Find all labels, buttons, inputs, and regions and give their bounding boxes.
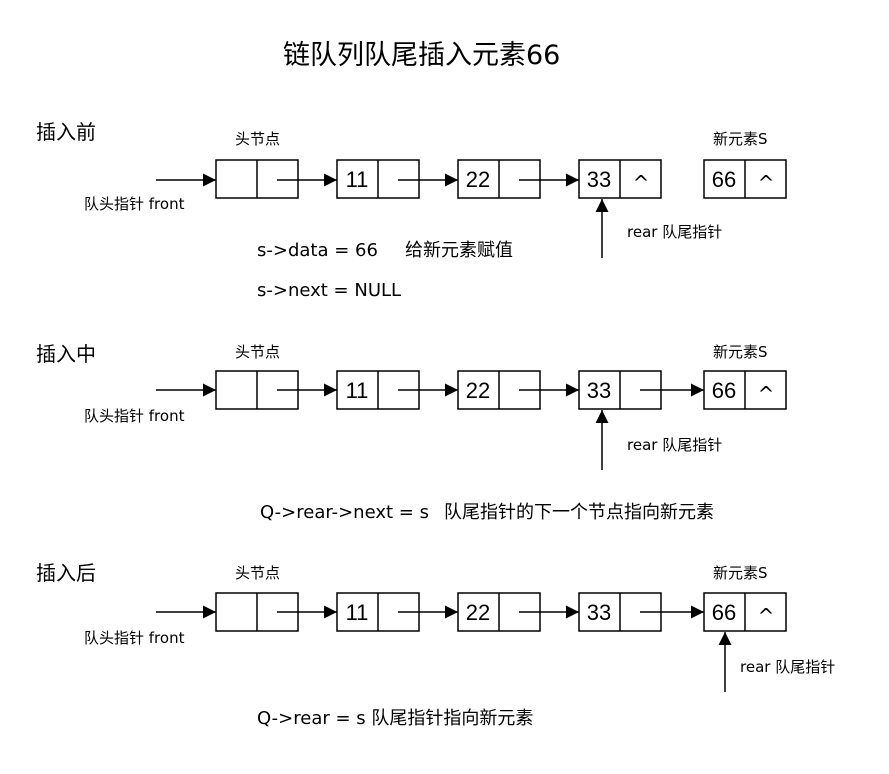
section-label-before: 插入前 xyxy=(36,120,96,144)
new-element-label-during: 新元素S xyxy=(713,343,768,361)
null-pointer-symbol: ^ xyxy=(758,171,775,195)
head-node-label-before: 头节点 xyxy=(235,130,281,148)
node-value-11: 11 xyxy=(346,600,369,625)
null-pointer-symbol: ^ xyxy=(758,604,775,628)
code-line-next-null: s->next = NULL xyxy=(257,280,402,301)
front-pointer-label-before: 队头指针 front xyxy=(84,195,185,213)
head-node-label-during: 头节点 xyxy=(235,343,281,361)
head-node-label-after: 头节点 xyxy=(235,564,281,582)
node-value-22: 22 xyxy=(466,600,490,625)
row-after xyxy=(156,592,787,692)
node-value-11: 11 xyxy=(346,378,369,403)
code-comment-link-new: 队尾指针的下一个节点指向新元素 xyxy=(444,502,714,523)
node-value-66: 66 xyxy=(712,600,736,625)
section-label-after: 插入后 xyxy=(36,561,96,585)
code-line-rear-update: Q->rear = s 队尾指针指向新元素 xyxy=(257,708,534,729)
code-comment-data-assign: 给新元素赋值 xyxy=(405,240,513,261)
code-line-link-new: Q->rear->next = s xyxy=(260,502,429,523)
node-value-66: 66 xyxy=(712,378,736,403)
node-value-11: 11 xyxy=(346,167,369,192)
node-value-33: 33 xyxy=(587,600,611,625)
rear-pointer-label-during: rear 队尾指针 xyxy=(627,436,723,454)
node-value-22: 22 xyxy=(466,167,490,192)
null-pointer-symbol: ^ xyxy=(758,382,775,406)
null-pointer-symbol: ^ xyxy=(633,171,650,195)
node-value-22: 22 xyxy=(466,378,490,403)
code-line-data-assign: s->data = 66 xyxy=(257,240,378,261)
section-label-during: 插入中 xyxy=(36,342,96,366)
row-before xyxy=(156,159,787,258)
row-during xyxy=(156,370,787,470)
node-value-33: 33 xyxy=(587,167,611,192)
node-value-33: 33 xyxy=(587,378,611,403)
rear-pointer-label-before: rear 队尾指针 xyxy=(627,223,723,241)
diagram-title: 链队列队尾插入元素66 xyxy=(283,40,561,71)
front-pointer-label-during: 队头指针 front xyxy=(84,407,185,425)
rear-pointer-label-after: rear 队尾指针 xyxy=(740,658,836,676)
node-value-66: 66 xyxy=(712,167,736,192)
front-pointer-label-after: 队头指针 front xyxy=(84,629,185,647)
new-element-label-after: 新元素S xyxy=(713,564,768,582)
new-element-label-before: 新元素S xyxy=(713,130,768,148)
